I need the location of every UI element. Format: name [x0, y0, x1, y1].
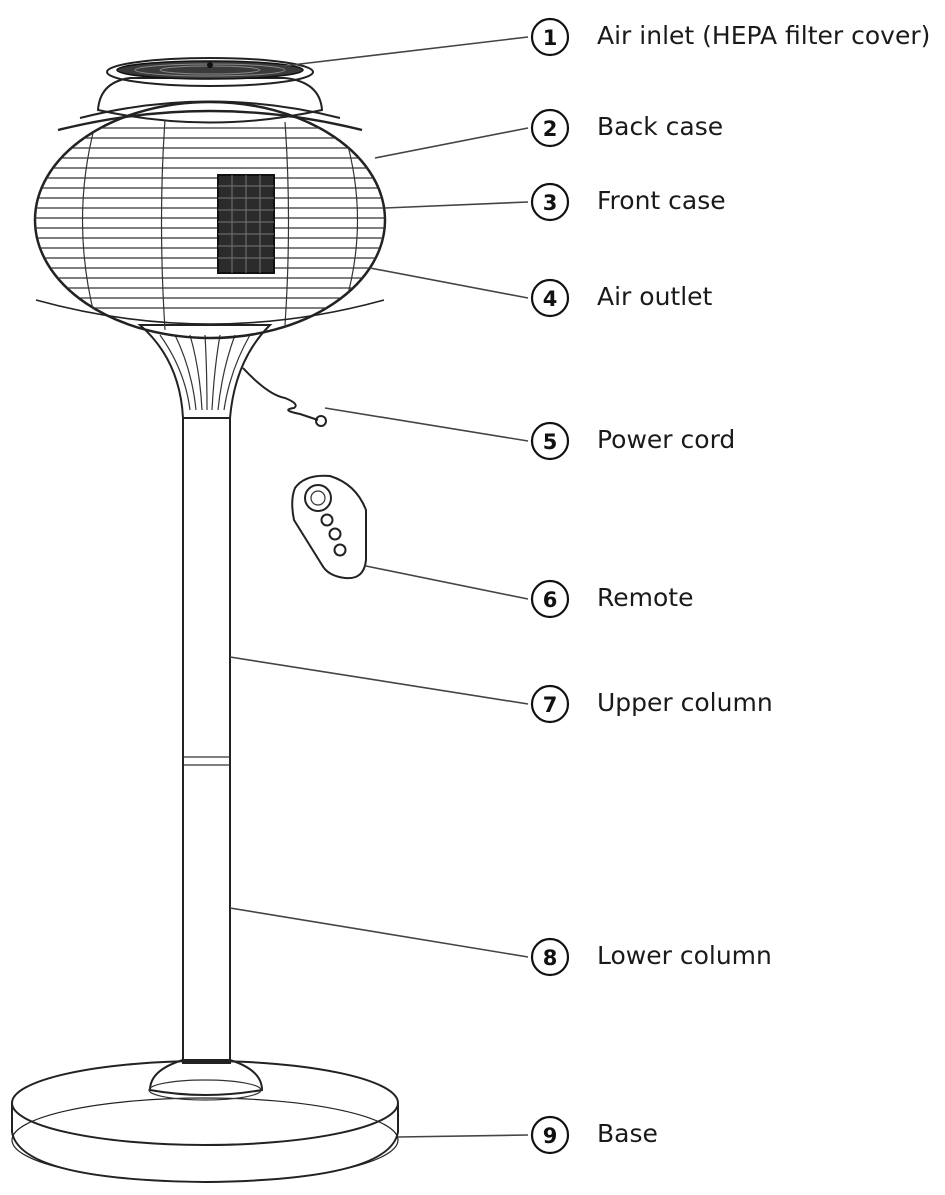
leader-line-8: [229, 907, 529, 958]
part-number-4: 4: [543, 287, 558, 311]
leader-line-6: [365, 565, 529, 600]
fan-illustration: [11, 57, 399, 1184]
leader-line-4: [369, 267, 529, 299]
part-number-5: 5: [543, 430, 558, 454]
part-label-power-cord: Power cord: [597, 425, 735, 454]
part-label-upper-column: Upper column: [597, 688, 773, 717]
air-inlet-drawing: [96, 57, 324, 124]
part-number-6: 6: [543, 588, 558, 612]
neck-drawing: [137, 324, 273, 419]
head-drawing: [33, 100, 387, 340]
leader-line-5: [324, 407, 529, 442]
leader-line-7: [229, 656, 529, 705]
callout-upper-column: 7 Upper column: [530, 684, 773, 724]
callout-air-inlet: 1 Air inlet (HEPA filter cover): [530, 17, 930, 57]
base-drawing: [11, 1059, 399, 1184]
callout-remote: 6 Remote: [530, 579, 693, 619]
callout-base: 9 Base: [530, 1115, 658, 1155]
part-label-base: Base: [597, 1119, 658, 1148]
part-number-2: 2: [543, 117, 558, 141]
leader-lines: [229, 36, 529, 1138]
callout-power-cord: 5 Power cord: [530, 421, 735, 461]
part-label-remote: Remote: [597, 583, 693, 612]
remote-drawing: [291, 474, 367, 580]
column-drawing: [182, 417, 231, 1064]
part-label-air-outlet: Air outlet: [597, 282, 713, 311]
part-label-back-case: Back case: [597, 112, 723, 141]
leader-line-9: [397, 1134, 529, 1138]
part-label-lower-column: Lower column: [597, 941, 772, 970]
part-number-3: 3: [543, 191, 558, 215]
leader-line-3: [384, 201, 529, 209]
callout-front-case: 3 Front case: [530, 182, 726, 222]
power-cord-drawing: [242, 367, 319, 421]
part-label-air-inlet: Air inlet (HEPA filter cover): [597, 21, 930, 50]
callout-back-case: 2 Back case: [530, 108, 723, 148]
callout-lower-column: 8 Lower column: [530, 937, 772, 977]
part-number-1: 1: [543, 26, 558, 50]
callout-air-outlet: 4 Air outlet: [530, 278, 713, 318]
callouts: 1 Air inlet (HEPA filter cover) 2 Back c…: [530, 17, 930, 1155]
part-label-front-case: Front case: [597, 186, 726, 215]
part-number-7: 7: [543, 693, 558, 717]
part-number-9: 9: [543, 1124, 558, 1148]
leader-line-1: [282, 36, 529, 67]
part-number-8: 8: [543, 946, 558, 970]
leader-line-2: [374, 127, 529, 159]
